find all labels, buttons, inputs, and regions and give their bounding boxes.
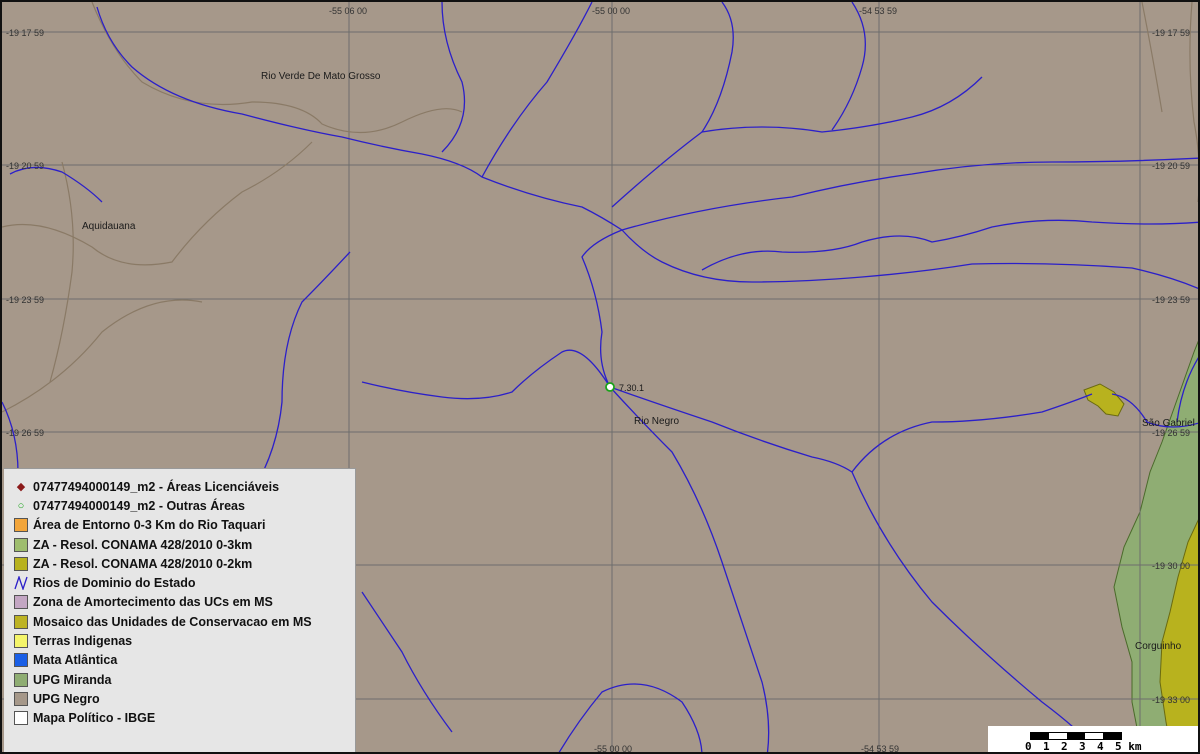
grid-label-top-0: -55 06 00 [329, 6, 367, 16]
legend-item-upg-miranda: UPG Miranda [14, 670, 355, 689]
point-label: 7.30.1 [619, 383, 644, 393]
legend-label: Mata Atlântica [33, 653, 118, 668]
color-swatch-icon [14, 537, 28, 552]
scale-label: 5 [1115, 740, 1122, 753]
grid-labels: -55 06 00 -55 00 00 -54 53 59 -55 00 00 … [6, 6, 1190, 754]
grid-label-left-3: -19 26 59 [6, 428, 44, 438]
color-swatch-icon [14, 711, 28, 726]
circle-marker-icon: ○ [17, 499, 25, 512]
legend-item-terras-indigenas: Terras Indigenas [14, 631, 355, 650]
legend-label: ZA - Resol. CONAMA 428/2010 0-2km [33, 556, 253, 571]
legend-item-za-3km: ZA - Resol. CONAMA 428/2010 0-3km [14, 535, 355, 554]
legend-item-mosaico: Mosaico das Unidades de Conservacao em M… [14, 612, 355, 631]
legend-item-mata-atlantica: Mata Atlântica [14, 651, 355, 670]
diamond-marker-icon: ◆ [16, 481, 26, 494]
place-label-rio-verde: Rio Verde De Mato Grosso [261, 71, 381, 82]
color-swatch-icon [14, 691, 28, 706]
grid-label-bottom-0: -55 00 00 [594, 744, 632, 754]
legend-item-outras-areas: ○ 07477494000149_m2 - Outras Áreas [14, 496, 355, 515]
legend-label: UPG Negro [33, 691, 100, 706]
mosaic-conservation-area [1159, 519, 1198, 752]
place-label-rio-negro: Rio Negro [634, 416, 679, 427]
municipal-boundaries [2, 2, 1198, 413]
grid-label-right-1: -19 20 59 [1152, 161, 1190, 171]
scale-label: 2 [1061, 740, 1068, 753]
legend-item-areas-licenciaveis: ◆ 07477494000149_m2 - Áreas Licenciáveis [14, 477, 355, 496]
place-label-sao-gabriel: São Gabriel [1142, 418, 1195, 429]
scale-bar-segments [1030, 732, 1122, 740]
legend-label: UPG Miranda [33, 672, 112, 687]
legend-label: Mosaico das Unidades de Conservacao em M… [33, 614, 312, 629]
color-swatch-icon [14, 634, 28, 649]
scale-label: 0 [1025, 740, 1032, 753]
legend-item-entorno-taquari: Área de Entorno 0-3 Km do Rio Taquari [14, 516, 355, 535]
color-swatch-icon [14, 672, 28, 687]
color-swatch-icon [14, 595, 28, 610]
grid-label-top-2: -54 53 59 [859, 6, 897, 16]
grid-label-top-1: -55 00 00 [592, 6, 630, 16]
river-line-icon [14, 576, 28, 591]
color-swatch-icon [14, 556, 28, 571]
place-label-corguinho: Corguinho [1135, 641, 1182, 652]
scale-label: 3 [1079, 740, 1086, 753]
legend-label: Zona de Amortecimento das UCs em MS [33, 595, 273, 610]
legend-item-za-2km: ZA - Resol. CONAMA 428/2010 0-2km [14, 554, 355, 573]
grid-label-left-1: -19 20 59 [6, 161, 44, 171]
color-swatch-icon [14, 518, 28, 533]
grid-label-left-2: -19 23 59 [6, 295, 44, 305]
legend-label: Mapa Político - IBGE [33, 711, 156, 726]
color-swatch-icon [14, 653, 28, 668]
legend-item-zona-amortecimento: Zona de Amortecimento das UCs em MS [14, 593, 355, 612]
scale-unit: km [1128, 740, 1142, 753]
legend-item-rios: Rios de Dominio do Estado [14, 573, 355, 592]
legend-label: Rios de Dominio do Estado [33, 576, 196, 591]
grid-label-right-3: -19 26 59 [1152, 428, 1190, 438]
scale-label: 1 [1043, 740, 1050, 753]
grid-label-bottom-1: -54 53 59 [861, 744, 899, 754]
grid-label-right-5: -19 33 00 [1152, 695, 1190, 705]
grid-label-right-2: -19 23 59 [1152, 295, 1190, 305]
grid-label-left-0: -19 17 59 [6, 28, 44, 38]
place-labels: Rio Verde De Mato Grosso Aquidauana Rio … [82, 71, 1195, 652]
small-conservation-area [1083, 383, 1125, 417]
grid-label-right-0: -19 17 59 [1152, 28, 1190, 38]
legend-label: Terras Indigenas [33, 634, 133, 649]
legend-item-mapa-politico: Mapa Político - IBGE [14, 709, 355, 728]
map-legend: ◆ 07477494000149_m2 - Áreas Licenciáveis… [4, 468, 356, 752]
place-label-aquidauana: Aquidauana [82, 221, 136, 232]
outras-areas-point[interactable] [605, 382, 615, 392]
legend-label: Área de Entorno 0-3 Km do Rio Taquari [33, 518, 266, 533]
legend-label: 07477494000149_m2 - Áreas Licenciáveis [33, 479, 280, 494]
legend-label: 07477494000149_m2 - Outras Áreas [33, 498, 245, 513]
legend-item-upg-negro: UPG Negro [14, 689, 355, 708]
color-swatch-icon [14, 614, 28, 629]
grid-label-right-4: -19 30 00 [1152, 561, 1190, 571]
legend-label: ZA - Resol. CONAMA 428/2010 0-3km [33, 537, 253, 552]
scale-label: 4 [1097, 740, 1104, 753]
